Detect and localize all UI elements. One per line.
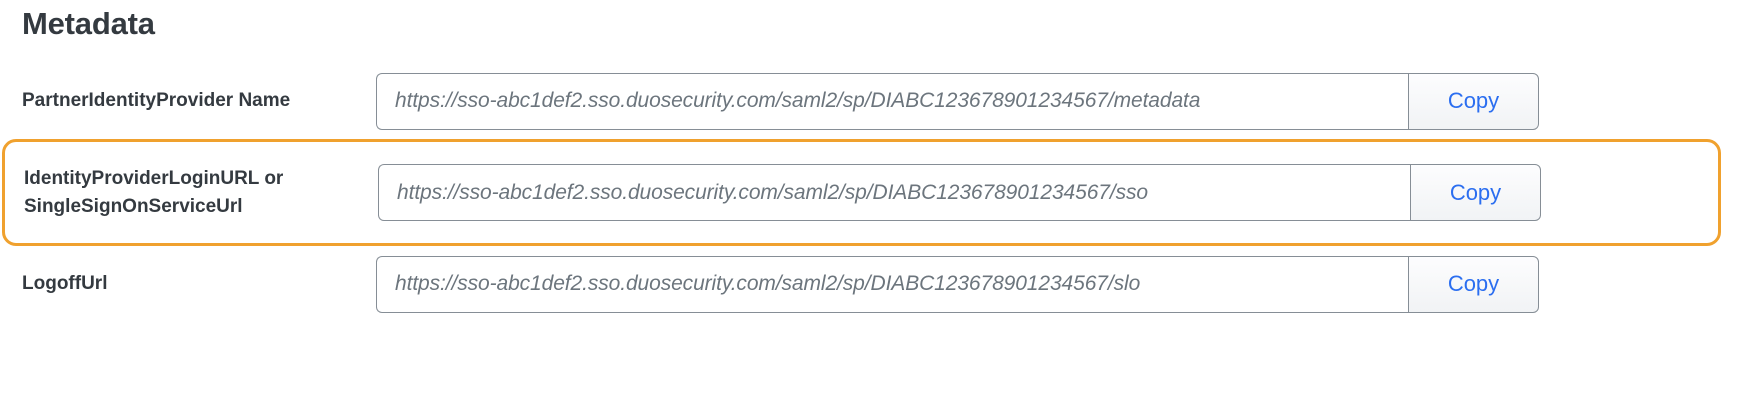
metadata-row-identityproviderloginurl: IdentityProviderLoginURL or SingleSignOn…	[2, 139, 1721, 246]
metadata-row-logoffurl: LogoffUrl https://sso-abc1def2.sso.duose…	[0, 246, 1739, 322]
copy-button[interactable]: Copy	[1410, 164, 1541, 221]
metadata-url-value: https://sso-abc1def2.sso.duosecurity.com…	[397, 180, 1148, 204]
metadata-rows: PartnerIdentityProvider Name https://sso…	[0, 63, 1739, 322]
row-label: IdentityProviderLoginURL or SingleSignOn…	[24, 167, 284, 217]
metadata-url-field[interactable]: https://sso-abc1def2.sso.duosecurity.com…	[376, 255, 1408, 313]
metadata-row-partneridentityprovider-name: PartnerIdentityProvider Name https://sso…	[0, 63, 1739, 139]
copy-button[interactable]: Copy	[1408, 72, 1539, 130]
metadata-url-field[interactable]: https://sso-abc1def2.sso.duosecurity.com…	[378, 164, 1410, 221]
row-label: LogoffUrl	[22, 273, 108, 294]
field-group: https://sso-abc1def2.sso.duosecurity.com…	[376, 72, 1539, 130]
field-group: https://sso-abc1def2.sso.duosecurity.com…	[378, 164, 1541, 221]
page-title: Metadata	[22, 6, 155, 41]
metadata-url-value: https://sso-abc1def2.sso.duosecurity.com…	[395, 89, 1201, 112]
field-group: https://sso-abc1def2.sso.duosecurity.com…	[376, 255, 1539, 313]
row-label: PartnerIdentityProvider Name	[22, 90, 291, 111]
metadata-url-field[interactable]: https://sso-abc1def2.sso.duosecurity.com…	[376, 72, 1408, 130]
metadata-url-value: https://sso-abc1def2.sso.duosecurity.com…	[395, 272, 1141, 295]
copy-button[interactable]: Copy	[1408, 255, 1539, 313]
